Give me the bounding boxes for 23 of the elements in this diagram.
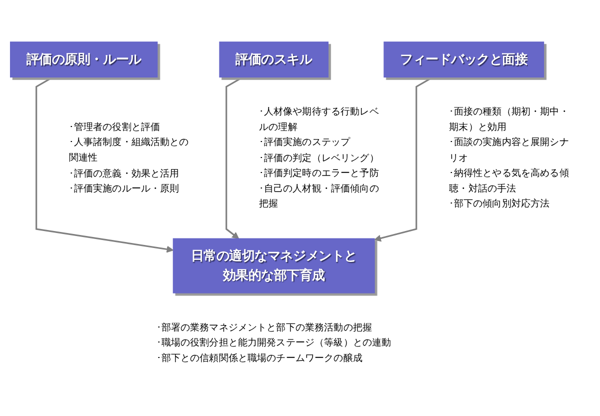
arrow <box>36 76 174 253</box>
node-label: ･評価実施のルール・原則 <box>69 182 180 194</box>
arrow <box>226 76 244 239</box>
arrow <box>374 76 434 242</box>
node-label: ･人材像や期待する行動レベルの理解 <box>259 106 379 132</box>
node-box: 日常の適切なマネジメントと効果的な部下育成 <box>172 238 375 294</box>
node-label: ･部下の傾向別対応方法 <box>449 198 550 209</box>
node-label: ･人事諸制度・組織活動との関連性 <box>69 136 189 163</box>
node-label: ･自己の人材観・評価傾向の把握 <box>259 182 379 209</box>
node-label: ･面接の種類（期初・期中・期末）と効用 <box>449 106 569 132</box>
node-box: 評価の原則・ルール <box>10 42 158 78</box>
node-box: 評価のスキル <box>219 42 329 78</box>
node-label: ･職場の役割分担と能力開発ステージ（等級）との連動 <box>156 336 392 348</box>
node-label: ･納得性とやる気を高める傾聴・対話の手法 <box>449 167 569 194</box>
node-label: ･評価の意義・効果と活用 <box>69 167 180 178</box>
node-label: ･評価の判定（レベリング） <box>259 152 379 163</box>
node-box: フィードバックと面接 <box>384 42 544 78</box>
node-label: ･面談の実施内容と展開シナリオ <box>449 136 569 163</box>
node-label: ･管理者の役割と評価 <box>69 121 160 132</box>
node-label: ･部署の業務マネジメントと部下の業務活動の把握 <box>156 322 372 333</box>
node-label: ･評価実施のステップ <box>259 136 350 148</box>
node-label: ･評価判定時のエラーと予防 <box>259 167 379 178</box>
node-label: ･部下との信頼関係と職場のチームワークの醸成 <box>156 352 362 364</box>
